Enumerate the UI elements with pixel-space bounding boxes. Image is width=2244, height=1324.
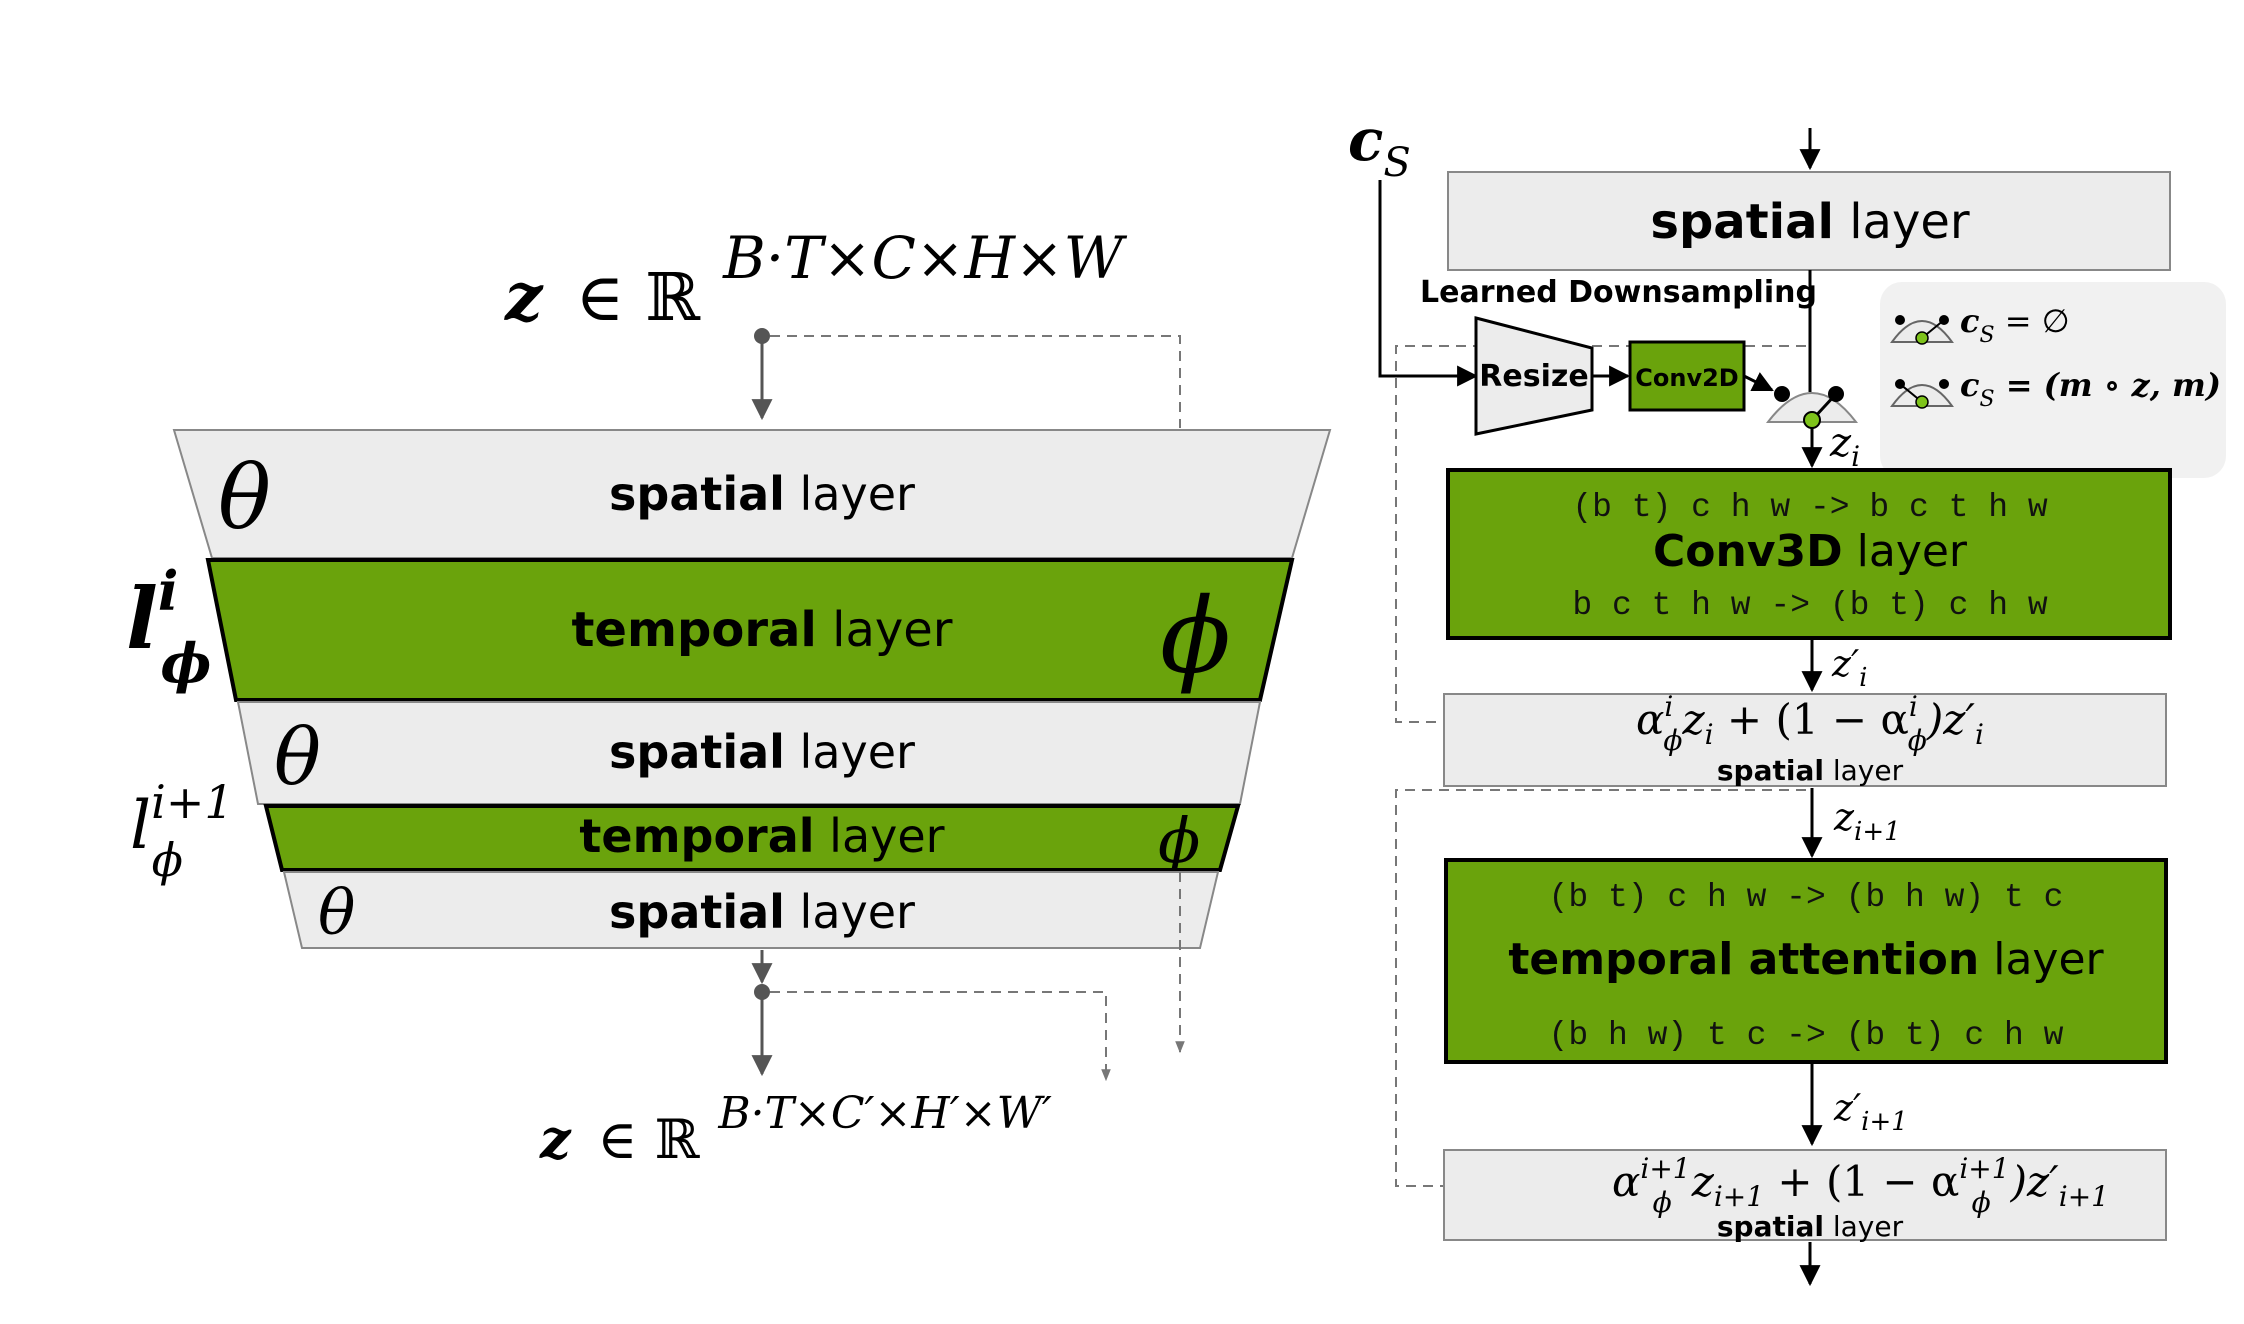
top-spatial-layer xyxy=(1447,171,2171,271)
legend-entry-1: cS = ∅ xyxy=(1960,302,2070,348)
conv3d-bottom-rearrange: b c t h w -> (b t) c h w xyxy=(1572,587,2047,624)
skip-dashed-2 xyxy=(1395,789,1806,1191)
temporal-layer-2 xyxy=(263,804,1241,872)
cs-label: cS xyxy=(1348,106,1411,186)
phi-1: ϕ xyxy=(1160,575,1231,697)
zi1-label: zi+1 xyxy=(1833,795,1901,847)
spatial-layer-3 xyxy=(282,871,1220,949)
mix1-caption: spatial layer xyxy=(1717,754,1904,787)
attention-bottom-rearrange: (b h w) t c -> (b t) c h w xyxy=(1549,1017,2064,1054)
conv3d-label: Conv3D layer xyxy=(1653,526,1968,577)
conv3d-top-rearrange: (b t) c h w -> b c t h w xyxy=(1572,489,2047,526)
output-node xyxy=(754,984,770,1000)
input-node xyxy=(754,328,770,344)
resize-block xyxy=(1474,316,1594,436)
mix2-caption: spatial layer xyxy=(1717,1210,1904,1243)
mix-spatial-layer-2 xyxy=(1443,1149,2167,1241)
theta-1: θ xyxy=(218,446,271,549)
zi-prime-label: z′i xyxy=(1831,644,1867,693)
conv3d-block xyxy=(1446,468,2172,640)
input-skip-dashed xyxy=(770,335,1181,428)
zi-label: zi xyxy=(1829,420,1860,473)
conv2d-to-switch xyxy=(1743,372,1774,392)
output-skip-dashed xyxy=(770,991,1111,1082)
switch-legend xyxy=(1880,282,2226,478)
conv2d-label: Conv2D xyxy=(1635,364,1738,392)
spatial-layer-1-label: spatial layer xyxy=(609,467,915,521)
legend-entry-2: cS = (m ∘ z, m) xyxy=(1960,366,2221,412)
temporal-layer-1 xyxy=(205,558,1295,702)
switch-icon xyxy=(1765,386,1859,429)
top-spatial-layer-label: spatial layer xyxy=(1650,194,1970,250)
mix-spatial-layer-1 xyxy=(1443,693,2167,787)
theta-2: θ xyxy=(274,713,321,803)
legend-switch-icon-2 xyxy=(1890,379,1954,409)
resize-label: Resize xyxy=(1479,359,1588,394)
learned-downsampling-label: Learned Downsampling xyxy=(1420,275,1817,310)
attention-top-rearrange: (b t) c h w -> (b h w) t c xyxy=(1549,879,2064,916)
conv2d-block xyxy=(1628,340,1746,412)
output-tensor-label: z ∈ ℝ B·T×C′×H′×W′ xyxy=(539,1088,1052,1171)
legend-switch-icon-1 xyxy=(1890,315,1954,345)
temporal-attention-block xyxy=(1444,858,2168,1064)
temporal-layer-1-label: temporal layer xyxy=(571,602,952,658)
right-pipeline: cS spatial layer Learned Downsampling Re… xyxy=(1348,106,2226,1287)
input-tensor-label: z ∈ ℝ B·T×C×H×W xyxy=(504,224,1128,336)
spatial-layer-2-label: spatial layer xyxy=(609,725,915,779)
theta-3: θ xyxy=(318,876,355,949)
left-stack: z ∈ ℝ B·T×C×H×W θ spatial layer ϕ tempor… xyxy=(126,224,1332,1171)
cs-to-resize-arrow xyxy=(1378,180,1479,387)
temporal-attention-label: temporal attention layer xyxy=(1508,934,2104,985)
phi-2: ϕ xyxy=(1158,804,1200,877)
zi1-prime-label: z′i+1 xyxy=(1833,1088,1908,1137)
temporal-layer-2-label: temporal layer xyxy=(579,809,944,863)
spatial-layer-3-label: spatial layer xyxy=(609,885,915,939)
